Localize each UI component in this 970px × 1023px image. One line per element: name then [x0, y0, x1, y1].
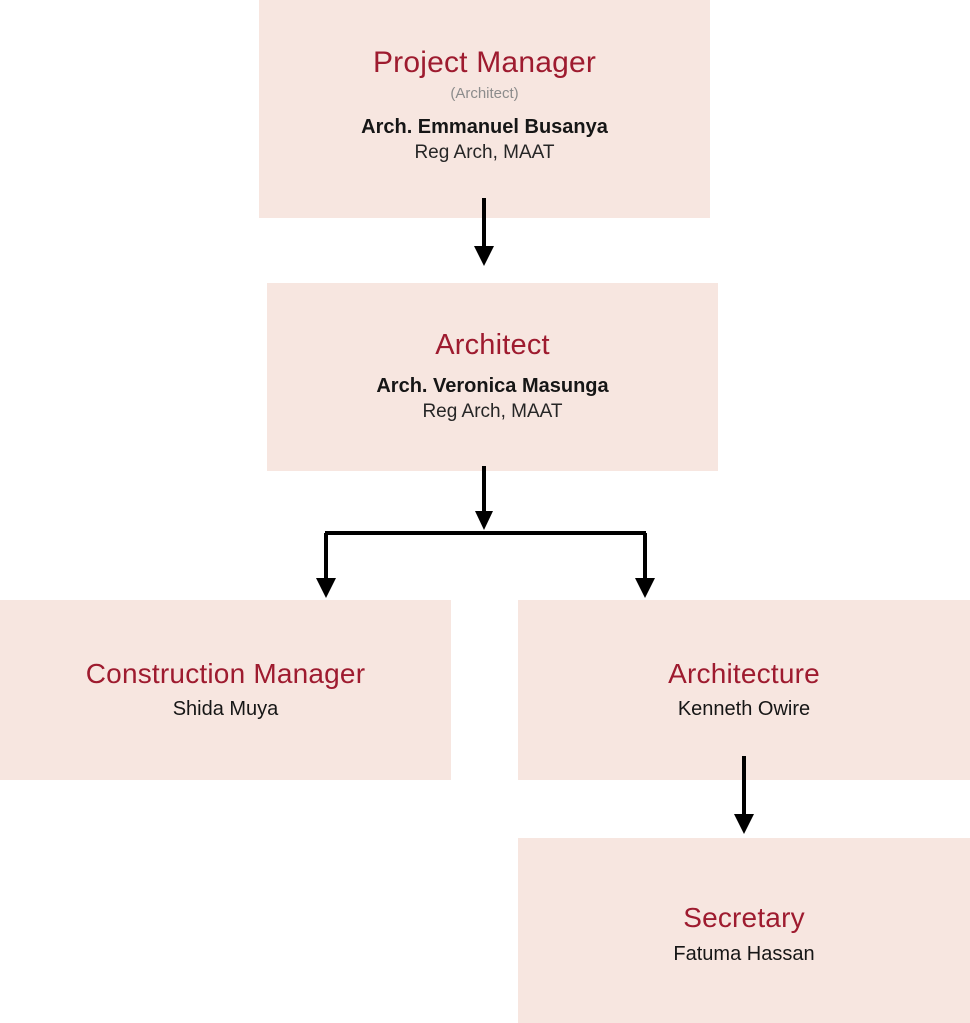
- node-subtitle: (Architect): [450, 84, 519, 102]
- org-node-architect[interactable]: Architect Arch. Veronica Masunga Reg Arc…: [267, 283, 718, 471]
- node-person-name: Arch. Emmanuel Busanya: [361, 115, 608, 138]
- org-node-architecture[interactable]: Architecture Kenneth Owire: [518, 600, 970, 780]
- org-node-secretary[interactable]: Secretary Fatuma Hassan: [518, 838, 970, 1023]
- connector-architect-to-children: [316, 466, 656, 607]
- node-person-name: Shida Muya: [172, 698, 279, 721]
- org-node-project-manager[interactable]: Project Manager (Architect) Arch. Emmanu…: [259, 0, 710, 218]
- node-title: Architecture: [668, 657, 820, 689]
- node-person-name: Kenneth Owire: [677, 698, 811, 721]
- node-title: Construction Manager: [85, 657, 366, 689]
- node-person-name: Arch. Veronica Masunga: [376, 375, 609, 398]
- node-title: Architect: [435, 329, 550, 362]
- node-credentials: Reg Arch, MAAT: [422, 401, 563, 423]
- node-credentials: Reg Arch, MAAT: [414, 141, 555, 163]
- org-node-construction-manager[interactable]: Construction Manager Shida Muya: [0, 600, 451, 780]
- node-title: Project Manager: [372, 45, 597, 79]
- node-person-name: Fatuma Hassan: [673, 942, 815, 965]
- node-title: Secretary: [683, 902, 805, 934]
